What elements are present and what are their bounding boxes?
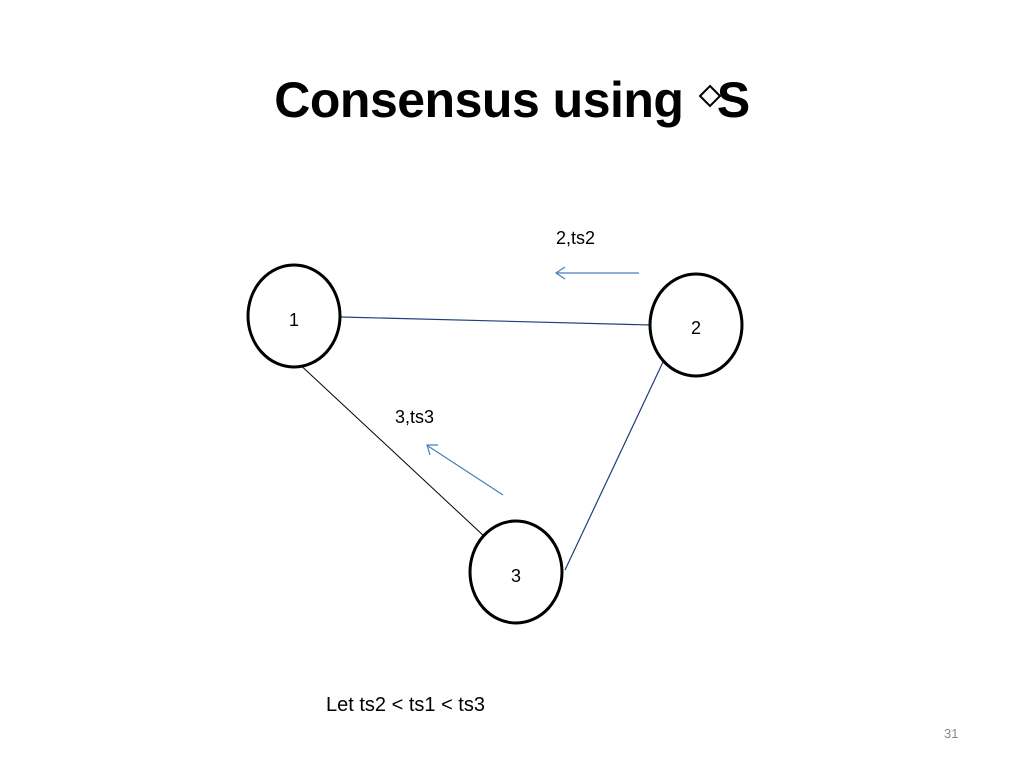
- node-3-label: 3: [511, 566, 521, 586]
- edge-1-3: [294, 359, 486, 538]
- message-arrow-2-to-1: [554, 266, 639, 280]
- slide-title: Consensus using S: [0, 64, 1024, 136]
- edge-1-2: [340, 316, 652, 326]
- page-number: 31: [944, 726, 959, 741]
- edge-2-3: [564, 361, 664, 571]
- diamond-eventually-icon: [697, 84, 722, 115]
- message-label-2: 2,ts2: [556, 228, 595, 248]
- footnote: Let ts2 < ts1 < ts3: [326, 694, 485, 716]
- node-3: [468, 519, 564, 625]
- node-2: [648, 272, 744, 378]
- message-arrow-3-to-1: [426, 444, 504, 496]
- title-suffix: S: [716, 72, 750, 128]
- message-label-3: 3,ts3: [395, 407, 434, 427]
- node-1-label: 1: [289, 310, 299, 330]
- title-text: Consensus using: [274, 72, 684, 128]
- node-1: [246, 263, 342, 369]
- node-2-label: 2: [691, 318, 701, 338]
